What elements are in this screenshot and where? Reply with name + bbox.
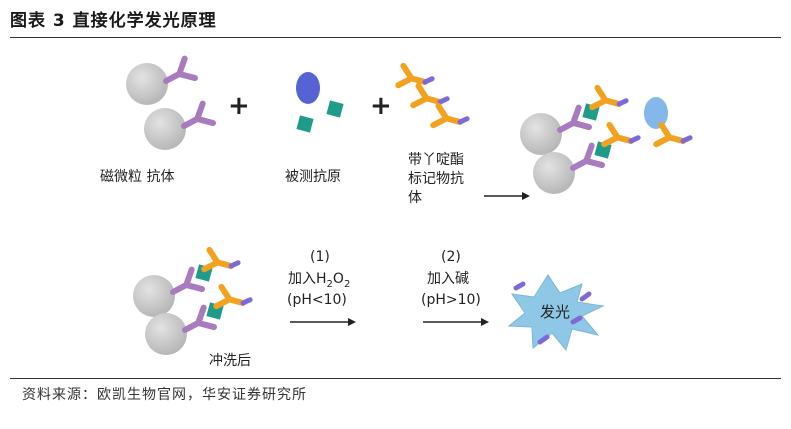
magnetic-bead xyxy=(520,113,562,155)
antigen-square xyxy=(326,100,344,118)
analyte-ellipse xyxy=(644,97,668,129)
bead-antibody-label: 磁微粒 抗体 xyxy=(100,169,174,185)
figure-title: 图表 3 直接化学发光原理 xyxy=(10,11,217,31)
burst-shape xyxy=(507,274,605,352)
light-label: 发光 xyxy=(540,303,570,321)
labelled-antibody-group xyxy=(398,66,468,133)
step2-text: 加入碱 xyxy=(427,271,469,287)
magnetic-bead xyxy=(533,152,575,194)
acridinium-label: 带丫啶酯 xyxy=(408,152,464,168)
antigen-square xyxy=(296,115,314,133)
analyte-group xyxy=(296,72,344,133)
arrow xyxy=(484,192,530,200)
arrow xyxy=(423,318,489,326)
step1-text: 加入H2O2 xyxy=(288,271,350,290)
acridinium-marker xyxy=(570,315,583,325)
washed-complex xyxy=(133,250,251,355)
magnetic-bead xyxy=(145,313,187,355)
acridinium-marker xyxy=(513,281,526,291)
acridinium-marker xyxy=(579,291,592,302)
step1-ph: (pH<10) xyxy=(287,292,347,308)
acridinium-label: 标记物抗 xyxy=(408,171,464,187)
acridinium-antibody xyxy=(398,66,433,93)
acridinium-marker xyxy=(537,334,550,345)
magnetic-bead xyxy=(144,108,186,150)
magnetic-bead xyxy=(126,63,168,105)
wash-label: 冲洗后 xyxy=(209,353,251,369)
bottom-rule xyxy=(10,378,781,379)
step2-number: (2) xyxy=(441,249,461,265)
analyte-label: 被测抗原 xyxy=(285,169,341,185)
source-note: 资料来源：欧凯生物官网，华安证券研究所 xyxy=(22,387,307,403)
light-burst: 发光 xyxy=(507,274,605,352)
plus-sign: + xyxy=(228,91,250,121)
acridinium-antibody xyxy=(433,106,468,133)
top-rule xyxy=(10,37,781,38)
step2-ph: (pH>10) xyxy=(421,292,481,308)
analyte-ellipse xyxy=(296,72,320,104)
magnetic-bead xyxy=(133,275,175,317)
immune-complex-top xyxy=(520,88,691,194)
step1-number: (1) xyxy=(310,249,330,265)
bead-antibody-group xyxy=(126,59,213,150)
arrow xyxy=(290,318,356,326)
plus-sign: + xyxy=(370,91,392,121)
acridinium-antibody xyxy=(656,125,691,152)
acridinium-label: 体 xyxy=(408,190,422,206)
